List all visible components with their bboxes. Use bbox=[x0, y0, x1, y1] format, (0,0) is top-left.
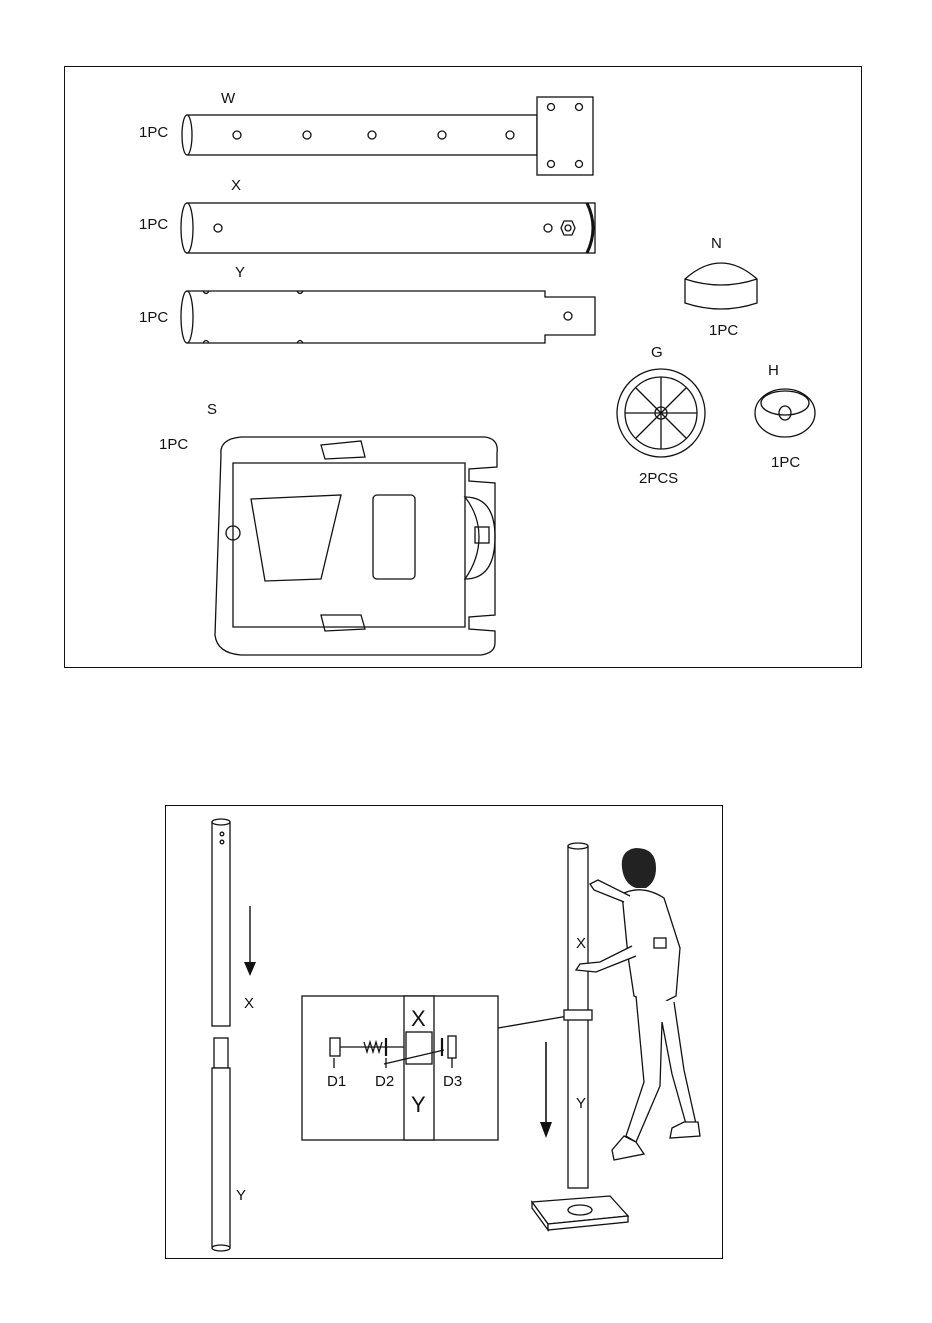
pole-y-label: Y bbox=[576, 1095, 586, 1112]
parts-panel: W 1PC X 1PC bbox=[64, 66, 862, 668]
left-tube-x-label: X bbox=[244, 995, 254, 1012]
part-g-qty: 2PCS bbox=[639, 470, 678, 487]
part-h-qty: 1PC bbox=[771, 454, 800, 471]
part-s-base-outline bbox=[215, 437, 497, 655]
inset-detail: X Y D1 D2 D3 bbox=[302, 996, 568, 1140]
inset-leader-line bbox=[498, 1016, 568, 1028]
part-s-label: S bbox=[207, 401, 217, 418]
person-head bbox=[622, 848, 656, 888]
part-g: G 2PCS bbox=[617, 344, 705, 487]
part-n: N 1PC bbox=[685, 235, 757, 339]
part-y-tube-end bbox=[181, 291, 193, 343]
down-arrow-left bbox=[244, 906, 256, 976]
part-h-cup bbox=[755, 389, 815, 437]
part-x-qty: 1PC bbox=[139, 216, 168, 233]
down-arrow-center bbox=[540, 1042, 552, 1138]
left-tube-y-label: Y bbox=[236, 1187, 246, 1204]
left-tube-x-body bbox=[212, 822, 230, 1026]
part-y-qty: 1PC bbox=[139, 309, 168, 326]
part-y: Y 1PC bbox=[139, 264, 595, 343]
left-tube-y-bottom bbox=[212, 1245, 230, 1251]
part-n-cap bbox=[685, 263, 757, 309]
part-w-qty: 1PC bbox=[139, 124, 168, 141]
left-tube-x: X bbox=[212, 819, 254, 1026]
pole-top bbox=[568, 843, 588, 849]
part-h: H 1PC bbox=[755, 362, 815, 471]
part-h-label: H bbox=[768, 362, 779, 379]
part-w-tube bbox=[187, 115, 537, 155]
part-y-tube bbox=[187, 291, 595, 343]
person-figure bbox=[576, 848, 700, 1160]
part-w-plate bbox=[537, 97, 593, 175]
part-y-label: Y bbox=[235, 264, 245, 281]
inset-d2-label: D2 bbox=[375, 1073, 394, 1090]
inset-top-label: X bbox=[411, 1006, 426, 1031]
part-g-label: G bbox=[651, 344, 663, 361]
inset-frame bbox=[302, 996, 498, 1140]
inset-d1-label: D1 bbox=[327, 1073, 346, 1090]
part-x-tube-end bbox=[181, 203, 193, 253]
part-w-label: W bbox=[221, 90, 236, 107]
inset-bottom-label: Y bbox=[411, 1092, 426, 1117]
inset-d3-label: D3 bbox=[443, 1073, 462, 1090]
left-tube-x-top bbox=[212, 819, 230, 825]
left-tube-y-neck bbox=[214, 1038, 228, 1068]
assembly-panel: X Y X Y bbox=[165, 805, 723, 1259]
left-tube-y: Y bbox=[212, 1038, 246, 1251]
person-shoe-left bbox=[612, 1136, 644, 1160]
person-shoe-right bbox=[670, 1122, 700, 1138]
person-legs bbox=[626, 996, 696, 1142]
part-w-tube-end bbox=[182, 115, 192, 155]
left-tube-y-body bbox=[212, 1068, 230, 1248]
part-s: S 1PC bbox=[159, 401, 497, 655]
part-x-tube bbox=[187, 203, 595, 253]
pole-x-label: X bbox=[576, 935, 586, 952]
part-s-qty: 1PC bbox=[159, 436, 188, 453]
parts-diagram: W 1PC X 1PC bbox=[65, 67, 863, 669]
part-n-qty: 1PC bbox=[709, 322, 738, 339]
part-x-label: X bbox=[231, 177, 241, 194]
part-w: W 1PC bbox=[139, 90, 593, 175]
person-arm-upper bbox=[590, 880, 630, 902]
part-n-label: N bbox=[711, 235, 722, 252]
base-plate bbox=[532, 1196, 628, 1230]
part-x: X 1PC bbox=[139, 177, 595, 253]
pole-joint bbox=[564, 1010, 592, 1020]
assembly-diagram: X Y X Y bbox=[166, 806, 724, 1260]
pole: X Y bbox=[564, 843, 592, 1188]
